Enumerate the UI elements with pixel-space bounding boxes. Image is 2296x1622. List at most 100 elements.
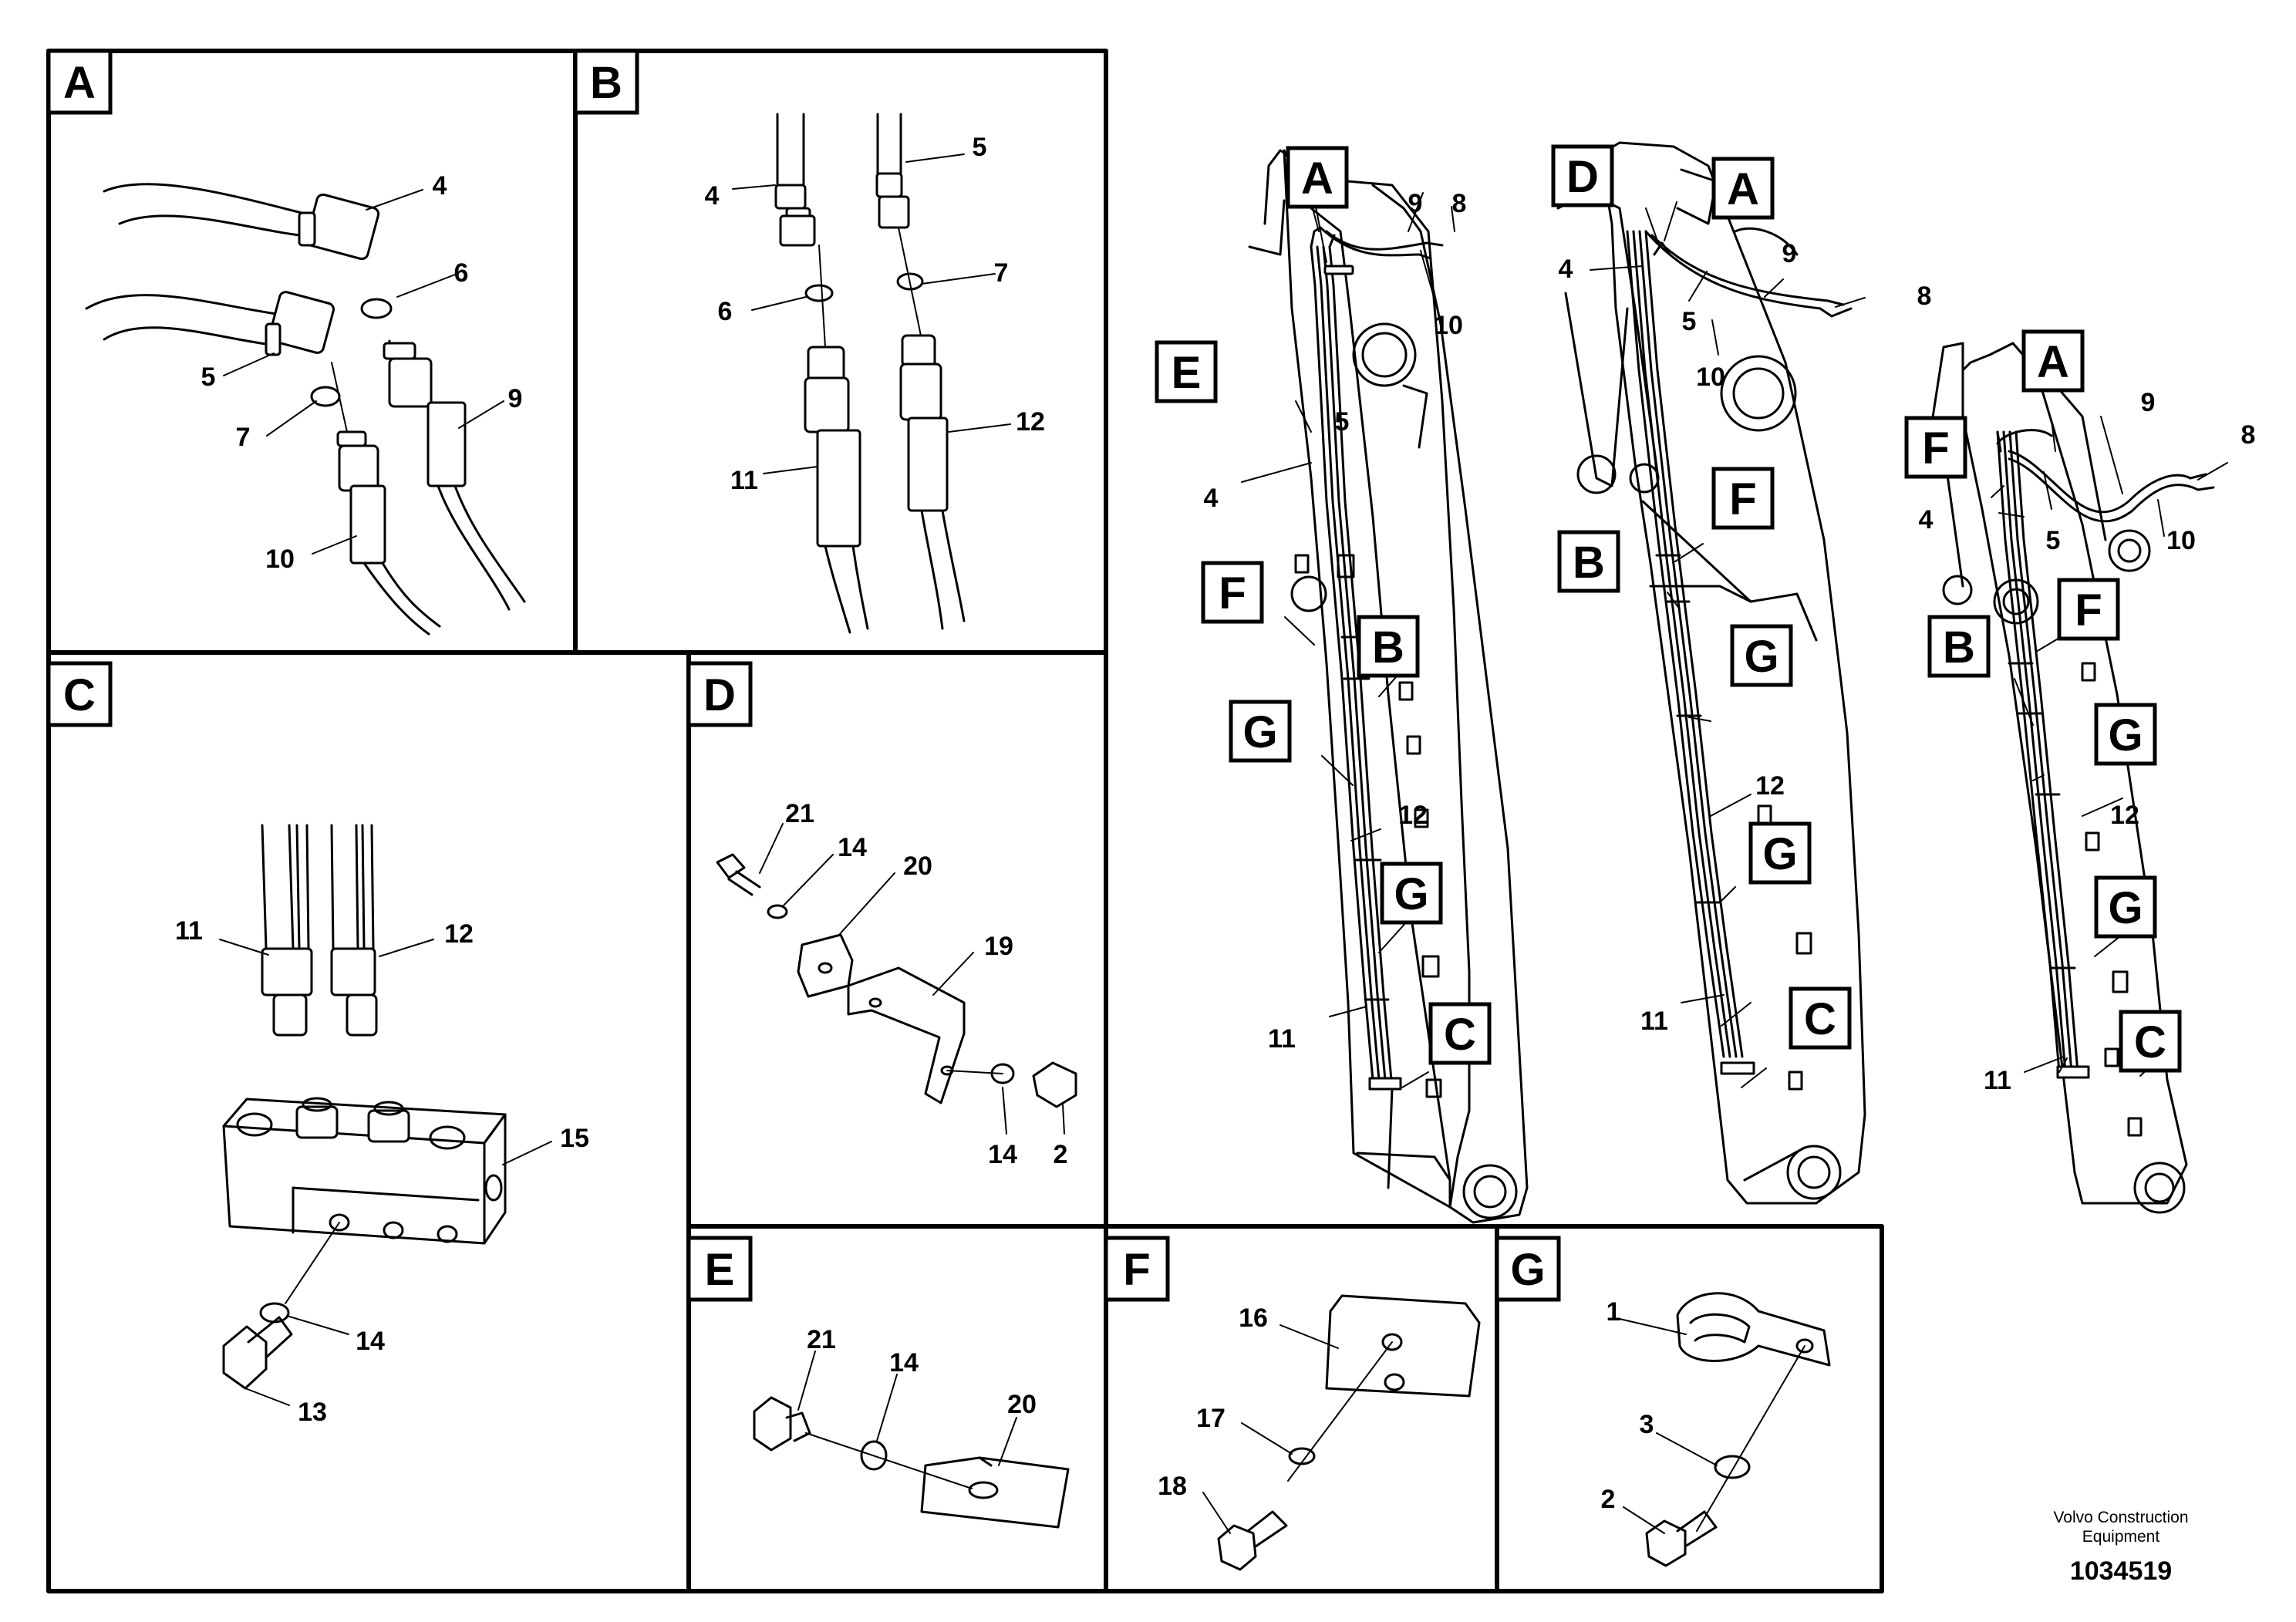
boom2-tag: B	[1573, 538, 1605, 588]
callout: 2	[1054, 1140, 1068, 1169]
leader-lines	[219, 153, 2228, 1534]
callout: 9	[2141, 388, 2156, 417]
callout: 12	[444, 919, 474, 949]
panel-e-drawing	[753, 1396, 1070, 1529]
callout: 20	[903, 851, 932, 881]
callout: 21	[785, 799, 814, 828]
callout: 7	[236, 423, 251, 452]
callout: 17	[1196, 1404, 1226, 1433]
boom1-tag: G	[1394, 869, 1428, 919]
boom1-tag: F	[1219, 568, 1246, 619]
callout: 5	[2046, 526, 2061, 555]
boom1-tag: A	[1301, 153, 1333, 204]
callout-numbers: 4 6 5 7 9 10 4 5 6 7 11 12 11 12 15 14 1…	[175, 133, 2255, 1514]
callout: 2	[1601, 1485, 1616, 1514]
panel-b-tag: B	[590, 58, 622, 108]
document-number: 1034519	[2069, 1556, 2173, 1586]
panel-f-tag: F	[1123, 1245, 1150, 1295]
callout: 8	[1917, 282, 1932, 311]
panel-d-tag: D	[703, 670, 736, 720]
callout: 10	[265, 545, 295, 574]
callout: 3	[1640, 1410, 1654, 1439]
boom1-tag: E	[1172, 348, 1202, 398]
callout: 5	[1682, 307, 1697, 336]
callout: 10	[2166, 526, 2196, 555]
callout: 10	[1696, 363, 1725, 392]
callout: 7	[994, 258, 1009, 288]
panel-g-drawing	[1645, 1292, 1831, 1567]
callout: 12	[1016, 407, 1045, 437]
callout: 5	[1335, 407, 1350, 437]
callout: 21	[807, 1325, 836, 1354]
callout: 8	[1452, 189, 1467, 218]
callout: 6	[454, 258, 469, 288]
callout: 12	[2110, 801, 2139, 830]
boom2-tag: C	[1804, 994, 1836, 1044]
callout: 14	[356, 1327, 385, 1356]
boom3-tag: G	[2108, 710, 2143, 760]
boom1-tag: B	[1372, 622, 1404, 673]
credit-line-2: Equipment	[2082, 1528, 2160, 1546]
callout: 4	[1919, 505, 1934, 534]
panel-frames	[46, 49, 1884, 1593]
callout: 1	[1607, 1297, 1621, 1327]
callout: 12	[1755, 771, 1785, 801]
boom3-tag: C	[2134, 1017, 2166, 1067]
boom3-tag: G	[2108, 883, 2143, 933]
callout: 16	[1239, 1303, 1268, 1333]
callout: 5	[201, 363, 216, 392]
panel-a-drawing	[85, 183, 526, 636]
boom3-tag: F	[2075, 585, 2102, 636]
boom1-tag: C	[1444, 1010, 1476, 1060]
callout: 9	[508, 384, 523, 413]
boom2-tag: G	[1744, 632, 1778, 682]
callout: 6	[718, 297, 733, 326]
callout: 14	[838, 833, 867, 862]
callout: 11	[1984, 1066, 2011, 1095]
callout: 19	[984, 932, 1013, 961]
panel-f-drawing	[1217, 1294, 1481, 1571]
callout: 11	[1268, 1024, 1296, 1054]
panel-e-tag: E	[705, 1245, 735, 1295]
panel-c-tag: C	[63, 670, 96, 720]
callout: 20	[1007, 1390, 1037, 1419]
callout: 4	[1559, 255, 1573, 284]
callout: 8	[2241, 420, 2256, 450]
callout: 11	[1640, 1007, 1668, 1036]
tag-letters: A B C D E F G A E F B G G C D A F B G G …	[63, 58, 2166, 1295]
boom-1-drawing	[1248, 149, 1529, 1224]
panel-g-tag: G	[1510, 1245, 1545, 1295]
boom2-tag: G	[1762, 829, 1797, 879]
boom2-tag: A	[1727, 164, 1759, 214]
boom1-tag: G	[1242, 707, 1277, 757]
credit-line-1: Volvo Construction	[2053, 1509, 2189, 1526]
callout: 4	[1204, 484, 1219, 513]
callout: 11	[175, 916, 203, 946]
callout: 15	[560, 1124, 589, 1153]
boom2-tag: D	[1566, 152, 1599, 202]
boom3-tag: A	[2037, 337, 2069, 387]
callout: 10	[1434, 311, 1463, 340]
callout: 5	[973, 133, 987, 162]
panel-c-drawing	[222, 824, 507, 1390]
boom3-tag: B	[1943, 622, 1975, 673]
panel-a-tag: A	[63, 58, 96, 108]
callout: 13	[298, 1398, 327, 1427]
tag-boxes	[46, 49, 2182, 1302]
callout: 9	[1782, 239, 1797, 268]
callout: 9	[1408, 189, 1423, 218]
boom2-tag: F	[1729, 474, 1756, 524]
callout: 14	[889, 1348, 919, 1378]
panel-b-drawing	[774, 113, 966, 634]
manufacturer-credit: Volvo Construction Equipment	[2021, 1508, 2221, 1546]
callout: 11	[730, 466, 758, 495]
panel-d-drawing	[716, 853, 1077, 1108]
callout: 12	[1398, 801, 1428, 830]
callout: 14	[988, 1140, 1017, 1169]
boom3-tag: F	[1922, 423, 1949, 474]
boom-3-drawing	[1927, 342, 2215, 1214]
callout: 4	[433, 171, 447, 201]
callout: 4	[705, 181, 720, 211]
callout: 18	[1158, 1472, 1187, 1501]
